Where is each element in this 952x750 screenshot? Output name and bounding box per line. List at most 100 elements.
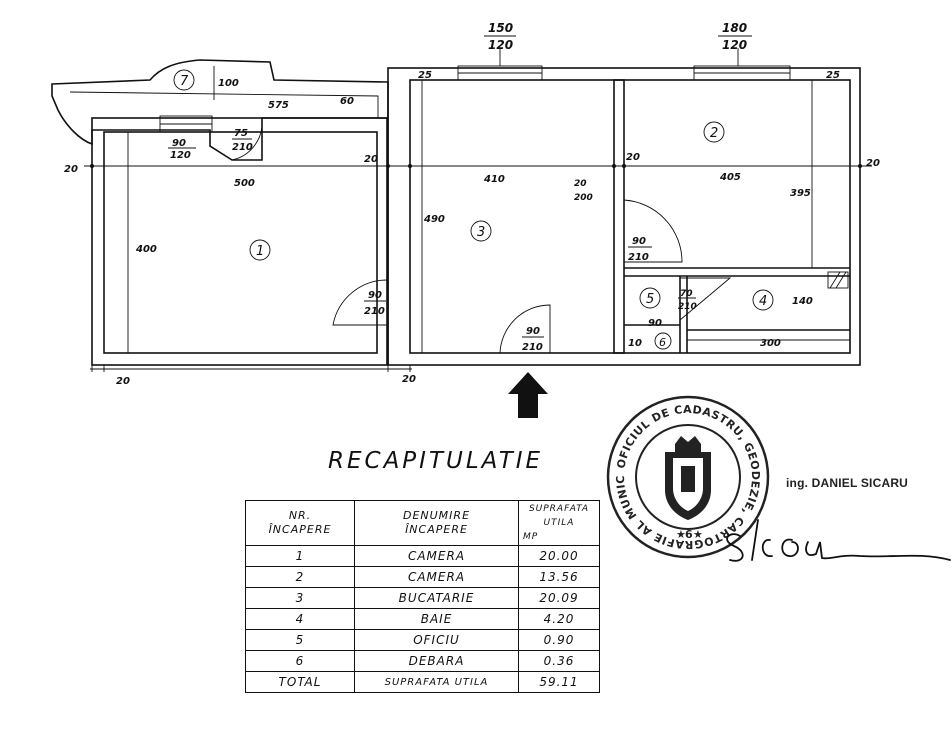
entry-door-swing bbox=[499, 304, 551, 354]
mark-200: 200 bbox=[574, 193, 593, 203]
shaft-box bbox=[827, 271, 849, 289]
room-4-label: 4 bbox=[759, 294, 767, 309]
row-name: CAMERA bbox=[354, 566, 519, 588]
right-block-inner-wall bbox=[409, 79, 851, 354]
dim-405: 405 bbox=[719, 172, 741, 183]
window-3-width: 90 bbox=[172, 138, 186, 149]
row-name: OFICIU bbox=[354, 629, 519, 651]
engineer-name: ing. DANIEL SICARU bbox=[786, 476, 909, 490]
header-den-line1: DENUMIRE bbox=[402, 509, 471, 522]
window-2-width: 180 bbox=[722, 21, 747, 35]
dim-20-bottom-mid: 20 bbox=[402, 374, 416, 385]
dim-60: 60 bbox=[340, 96, 354, 107]
header-suprafata: SUPRAFATA UTILA MP bbox=[518, 500, 600, 546]
dimension-texts: 150 120 180 120 90 120 575 60 100 25 25 … bbox=[64, 21, 880, 387]
header-nr: NR. ÎNCAPERE bbox=[245, 500, 355, 546]
total-name: SUPRAFATA UTILA bbox=[354, 671, 519, 693]
bath-door-height: 210 bbox=[678, 302, 697, 312]
svg-text:★: ★ bbox=[693, 528, 703, 541]
room-6-label: 6 bbox=[659, 336, 666, 349]
stamp-number: 6 bbox=[685, 528, 693, 541]
entry-door-height: 210 bbox=[522, 342, 543, 353]
row-nr: 4 bbox=[245, 608, 355, 630]
header-nr-line2: ÎNCAPERE bbox=[268, 523, 332, 536]
windows bbox=[159, 65, 791, 133]
header-denumire: DENUMIRE ÎNCAPERE bbox=[354, 500, 519, 546]
total-row: TOTAL SUPRAFATA UTILA 59.11 bbox=[245, 671, 600, 693]
door-1-height: 210 bbox=[364, 306, 385, 317]
row-area: 0.90 bbox=[518, 629, 600, 651]
row-name: BUCATARIE bbox=[354, 587, 519, 609]
window-3-height: 120 bbox=[170, 150, 191, 161]
bath-door-swing bbox=[679, 277, 732, 321]
window-2-height: 120 bbox=[722, 38, 747, 52]
table-row: 6 DEBARA 0.36 bbox=[245, 650, 600, 672]
row-nr: 3 bbox=[245, 587, 355, 609]
row-nr: 2 bbox=[245, 566, 355, 588]
room-7-label: 7 bbox=[180, 74, 189, 89]
row-area: 20.00 bbox=[518, 545, 600, 567]
dim-300: 300 bbox=[760, 338, 781, 349]
dim-20-right: 20 bbox=[866, 158, 880, 169]
room-1-label: 1 bbox=[256, 244, 264, 259]
total-label: TOTAL bbox=[245, 671, 355, 693]
door-3-height: 210 bbox=[628, 252, 649, 263]
table-row: 3 BUCATARIE 20.09 bbox=[245, 587, 600, 609]
row-area: 0.36 bbox=[518, 650, 600, 672]
recap-title: RECAPITULATIE bbox=[328, 448, 544, 474]
dim-100: 100 bbox=[218, 78, 239, 89]
dim-20-bottom-left: 20 bbox=[116, 376, 130, 387]
dim-500: 500 bbox=[234, 178, 255, 189]
dim-25-right: 25 bbox=[826, 70, 840, 81]
mark-20: 20 bbox=[574, 179, 587, 189]
window-1-height: 120 bbox=[488, 38, 513, 52]
door-3-width: 90 bbox=[632, 236, 646, 247]
dim-25-left: 25 bbox=[418, 70, 432, 81]
doors bbox=[231, 119, 732, 354]
balcony-door-width: 75 bbox=[234, 128, 248, 139]
row-name: DEBARA bbox=[354, 650, 519, 672]
coat-of-arms-icon bbox=[665, 436, 711, 520]
room-2-label: 2 bbox=[710, 126, 718, 141]
row-area: 13.56 bbox=[518, 566, 600, 588]
balcony-inner-line bbox=[69, 91, 379, 118]
svg-text:★: ★ bbox=[676, 528, 686, 541]
cadastre-stamp: OFICIUL DE CADASTRU, GEODEZIE, CARTOGRAF… bbox=[603, 392, 770, 559]
dimension-lines bbox=[84, 48, 872, 372]
dim-490: 490 bbox=[423, 214, 445, 225]
dim-20-partition: 20 bbox=[626, 152, 640, 163]
recap-header-row: NR. ÎNCAPERE DENUMIRE ÎNCAPERE SUPRAFATA… bbox=[245, 500, 600, 546]
partition-3-2 bbox=[613, 79, 625, 354]
door-1-3-swing bbox=[332, 279, 389, 326]
window-1-width: 150 bbox=[488, 21, 513, 35]
room-1-inner-wall bbox=[103, 131, 378, 354]
header-nr-line1: NR. bbox=[288, 509, 312, 522]
table-row: 2 CAMERA 13.56 bbox=[245, 566, 600, 588]
door-3-2-swing bbox=[623, 199, 683, 263]
dim-400: 400 bbox=[135, 244, 157, 255]
room-3-label: 3 bbox=[477, 225, 485, 240]
dim-575: 575 bbox=[268, 100, 289, 111]
row-nr: 5 bbox=[245, 629, 355, 651]
room-labels: 1 2 3 4 5 6 7 bbox=[173, 69, 774, 350]
signature bbox=[726, 519, 951, 562]
dim-90: 90 bbox=[648, 318, 662, 329]
header-sup-line2: MP bbox=[523, 532, 539, 542]
row-area: 4.20 bbox=[518, 608, 600, 630]
door-1-width: 90 bbox=[368, 290, 382, 301]
total-area: 59.11 bbox=[518, 671, 600, 693]
room-1-outer-wall bbox=[91, 117, 388, 366]
dim-20-left: 20 bbox=[64, 164, 78, 175]
bath-door-width: 70 bbox=[680, 289, 693, 299]
recap-table: NR. ÎNCAPERE DENUMIRE ÎNCAPERE SUPRAFATA… bbox=[245, 500, 600, 693]
row-name: CAMERA bbox=[354, 545, 519, 567]
row-name: BAIE bbox=[354, 608, 519, 630]
row-nr: 6 bbox=[245, 650, 355, 672]
entrance-arrow-icon bbox=[508, 372, 548, 418]
room-5-label: 5 bbox=[646, 292, 654, 307]
balcony-door-swing bbox=[231, 119, 263, 161]
outer-walls bbox=[51, 59, 861, 366]
table-row: 1 CAMERA 20.00 bbox=[245, 545, 600, 567]
row-nr: 1 bbox=[245, 545, 355, 567]
header-sup-line1: SUPRAFATA UTILA bbox=[528, 504, 590, 528]
